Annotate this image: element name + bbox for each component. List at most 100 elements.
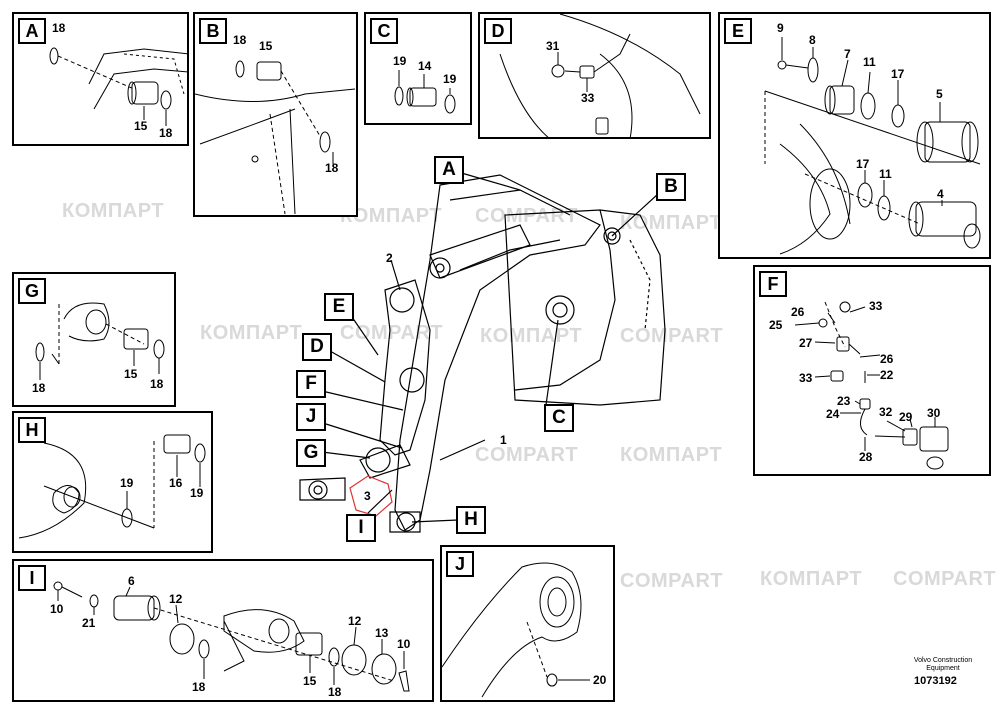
part-number: 33: [799, 371, 813, 385]
part-number: 12: [169, 592, 183, 606]
publisher-line-2: Equipment: [926, 665, 960, 672]
detail-panel-j: J 20: [440, 545, 615, 702]
panel-label: E: [724, 18, 752, 44]
part-number: 15: [259, 39, 273, 53]
watermark: COMPART: [475, 444, 579, 466]
part-number: 19: [393, 54, 407, 68]
part-number: 14: [418, 59, 432, 73]
detail-panel-f: F 26 33 25 27 26 33 22 23 24 32 29 30 28: [753, 265, 991, 476]
part-number: 6: [128, 574, 135, 588]
watermark: КОМПАРТ: [620, 212, 723, 234]
part-number: 31: [546, 39, 560, 53]
part-number: 18: [328, 685, 342, 699]
publisher-line-1: Volvo Construction: [913, 657, 973, 664]
part-number: 18: [150, 377, 164, 391]
panel-label: H: [18, 417, 46, 443]
callout-i: I: [346, 514, 376, 542]
part-number: 26: [880, 352, 894, 366]
watermark: КОМПАРТ: [760, 568, 863, 590]
detail-panel-i: I 10 21 6 12 12 13 10 18 15 18: [12, 559, 434, 702]
part-number: 32: [879, 405, 893, 419]
part-number: 18: [325, 161, 339, 175]
part-number: 15: [303, 674, 317, 688]
part-number: 30: [927, 406, 941, 420]
watermark: COMPART: [620, 570, 724, 592]
main-part-label: 1: [500, 433, 507, 447]
panel-label: I: [18, 565, 46, 591]
part-number: 18: [32, 381, 46, 395]
part-number: 19: [190, 486, 204, 500]
part-number: 9: [777, 21, 784, 35]
part-number: 4: [937, 187, 944, 201]
detail-panel-h: H 19 16 19: [12, 411, 213, 553]
part-number: 33: [869, 299, 883, 313]
part-number: 18: [52, 21, 66, 35]
part-number: 23: [837, 394, 851, 408]
part-number: 25: [769, 318, 783, 332]
watermark: COMPART: [475, 205, 579, 227]
detail-panel-b: B 18 15 18: [193, 12, 358, 217]
detail-panel-c: C 19 14 19: [364, 12, 472, 125]
part-number: 24: [826, 407, 840, 421]
detail-panel-d: D 31 33: [478, 12, 711, 139]
callout-d: D: [302, 333, 332, 361]
part-number: 22: [880, 368, 894, 382]
part-number: 29: [899, 410, 913, 424]
part-number: 21: [82, 616, 96, 630]
part-number: 18: [233, 33, 247, 47]
panel-label: D: [484, 18, 512, 44]
callout-j: J: [296, 403, 326, 431]
watermark: COMPART: [620, 325, 724, 347]
watermark: КОМПАРТ: [200, 322, 303, 344]
part-number: 10: [397, 637, 411, 651]
callout-a: A: [434, 156, 464, 184]
part-number: 13: [375, 626, 389, 640]
panel-label: F: [759, 271, 787, 297]
part-number: 18: [159, 126, 173, 140]
panel-label: A: [18, 18, 46, 44]
part-number: 19: [443, 72, 457, 86]
watermark: КОМПАРТ: [340, 205, 443, 227]
panel-label: J: [446, 551, 474, 577]
drawing-number: 1073192: [914, 675, 957, 687]
part-number: 11: [863, 55, 876, 69]
callout-e: E: [324, 293, 354, 321]
part-number: 26: [791, 305, 805, 319]
part-number: 16: [169, 476, 183, 490]
part-number: 15: [134, 119, 148, 133]
part-number: 11: [879, 167, 892, 181]
detail-panel-a: A 18 15 18: [12, 12, 189, 146]
callout-h: H: [456, 506, 486, 534]
part-number: 28: [859, 450, 873, 464]
watermark: КОМПАРТ: [62, 200, 165, 222]
detail-panel-e: E 9 8 7 11 17 5 17 11 4: [718, 12, 991, 259]
main-part-label: 3: [364, 489, 371, 503]
callout-c: C: [544, 404, 574, 432]
panel-label: G: [18, 278, 46, 304]
watermark: КОМПАРТ: [620, 444, 723, 466]
part-number: 17: [856, 157, 870, 171]
callout-b: B: [656, 173, 686, 201]
part-number: 12: [348, 614, 362, 628]
part-number: 7: [844, 47, 851, 61]
part-number: 18: [192, 680, 206, 694]
part-number: 20: [593, 673, 607, 687]
part-number: 17: [891, 67, 905, 81]
part-number: 19: [120, 476, 134, 490]
part-number: 10: [50, 602, 64, 616]
panel-label: C: [370, 18, 398, 44]
callout-g: G: [296, 439, 326, 467]
detail-panel-g: G 18 15 18: [12, 272, 176, 407]
part-number: 27: [799, 336, 813, 350]
callout-f: F: [296, 370, 326, 398]
part-number: 5: [936, 87, 943, 101]
panel-label: B: [199, 18, 227, 44]
part-number: 8: [809, 33, 816, 47]
part-number: 15: [124, 367, 138, 381]
main-part-label: 2: [386, 251, 393, 265]
watermark: COMPART: [893, 568, 997, 590]
publisher-note: Volvo Construction Equipment: [898, 657, 988, 673]
part-number: 33: [581, 91, 595, 105]
